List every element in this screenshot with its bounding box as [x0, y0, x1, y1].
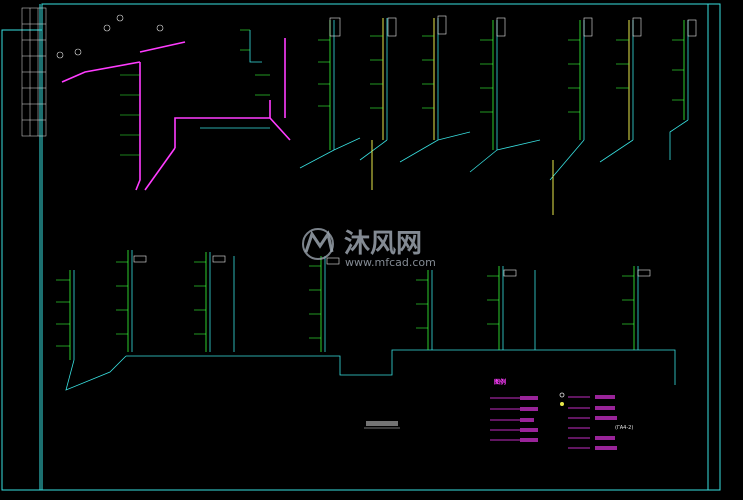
legend-right-column — [559, 392, 617, 450]
watermark-brand-text: 沐风网 — [344, 229, 422, 259]
watermark-logo — [302, 228, 334, 260]
legend-left-column — [490, 396, 538, 442]
supply-risers-lower — [65, 250, 676, 391]
legend-code-label: (ΓA4-2) — [615, 425, 633, 431]
legend-heading: 图例 — [494, 378, 506, 386]
fixture-symbols — [56, 14, 164, 59]
riser-tags — [133, 15, 697, 277]
diagram-caption-lower — [364, 421, 400, 429]
elevation-labels-lower — [56, 261, 634, 347]
title-block-strip — [21, 7, 47, 137]
elevation-labels-upper — [120, 29, 684, 156]
supply-risers-upper — [299, 18, 689, 215]
drain-system-upper-left — [61, 30, 291, 191]
legend-block: 图例 (ΓA4-2) — [490, 378, 633, 450]
watermark-url-text: www.mfcad.com — [345, 256, 436, 269]
watermark: 沐风网 www.mfcad.com — [302, 228, 436, 269]
